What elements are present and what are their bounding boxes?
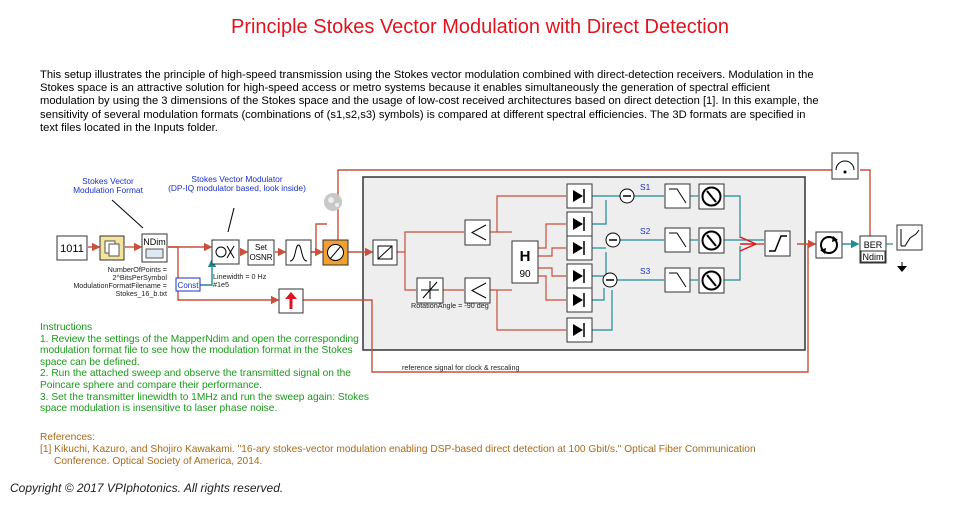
delay-block[interactable]	[278, 288, 304, 314]
binary-source-label: 1011	[60, 243, 84, 255]
decision-block[interactable]	[764, 230, 791, 257]
s2-label: S2	[640, 226, 651, 236]
polarization-rotator-block[interactable]	[416, 277, 444, 304]
reference-1-line-1: [1] Kikuchi, Kazuro, and Shojiro Kawakam…	[40, 444, 756, 455]
subtractor-2[interactable]	[605, 232, 621, 248]
s1-label: S1	[640, 182, 651, 192]
hybrid-h-label: H	[520, 248, 531, 265]
set-osnr-block[interactable]: Set OSNR	[247, 239, 275, 266]
modulator-label-2: (DP-IQ modulator based, look inside)	[168, 183, 306, 193]
reference-label: reference signal for clock & rescaling	[402, 363, 519, 372]
linewidth-text-2: #1e5	[213, 280, 229, 289]
instruction-step-3: 3. Set the transmitter linewidth to 1MHz…	[40, 391, 370, 415]
photodiode-5[interactable]	[566, 287, 593, 313]
page-title: Principle Stokes Vector Modulation with …	[230, 16, 729, 38]
electrical-filter-1[interactable]	[664, 183, 691, 209]
description: This setup illustrates the principle of …	[40, 69, 819, 134]
splitter-upper-block[interactable]	[464, 219, 491, 246]
instructions-heading: Instructions	[40, 322, 93, 333]
sampler-2[interactable]	[698, 227, 725, 254]
ber-ndim-label: Ndim	[862, 252, 883, 262]
subtractor-3[interactable]	[602, 272, 618, 288]
param-text-2: 2^BitsPerSymbol	[112, 273, 167, 282]
photodiode-4[interactable]	[566, 263, 593, 289]
references-panel: References: [1] Kikuchi, Kazuro, and Sho…	[40, 432, 860, 468]
photodiode-6[interactable]	[566, 317, 593, 343]
resync-block[interactable]	[815, 231, 843, 259]
sampler-3[interactable]	[698, 267, 725, 294]
const-label: Const	[178, 281, 200, 290]
electrical-filter-2[interactable]	[664, 227, 691, 253]
mapper-ndim-block[interactable]: NDim	[141, 233, 168, 263]
param-text-1: NumberOfPoints =	[108, 265, 167, 274]
photodiode-3[interactable]	[566, 235, 593, 261]
instruction-step-2: 2. Run the attached sweep and observe th…	[40, 368, 351, 391]
pre-splitter-block[interactable]	[372, 239, 398, 266]
set-osnr-label-2: OSNR	[249, 253, 272, 262]
polarization-analyzer-block[interactable]	[322, 239, 349, 266]
subtractor-1[interactable]	[619, 188, 635, 204]
hybrid-90-block[interactable]: H 90	[511, 240, 539, 284]
s3-label: S3	[640, 266, 651, 276]
param-text-4: Stokes_16_b.txt	[115, 289, 167, 298]
stokes-modulator-block[interactable]	[211, 239, 240, 265]
electrical-filter-3[interactable]	[664, 267, 691, 293]
set-osnr-label-1: Set	[255, 243, 268, 252]
mapper-label: NDim	[143, 237, 166, 247]
optical-filter-block[interactable]	[285, 239, 312, 266]
reference-1-line-2: Conference. Optical Society of America, …	[54, 456, 263, 467]
signal-combiner[interactable]	[739, 236, 764, 252]
instructions-panel: Instructions 1. Review the settings of t…	[40, 322, 370, 415]
rotation-angle-text: RotationAngle = -90 deg	[411, 301, 489, 310]
param-text-3: ModulationFormatFilename =	[73, 281, 167, 290]
references-heading: References:	[40, 432, 95, 443]
photodiode-1[interactable]	[566, 183, 593, 209]
photodiode-2[interactable]	[566, 211, 593, 237]
binary-source-block[interactable]: 1011	[56, 235, 88, 261]
scope-icon[interactable]	[831, 152, 859, 180]
ber-plot-block[interactable]	[896, 224, 923, 251]
ber-label: BER	[864, 240, 883, 250]
splitter-lower-block[interactable]	[464, 277, 491, 304]
ber-ndim-block[interactable]: BER Ndim	[859, 235, 887, 264]
coder-block[interactable]	[99, 235, 125, 261]
copyright: Copyright © 2017 VPIphotonics. All right…	[10, 481, 284, 495]
poincare-sphere-icon[interactable]	[324, 193, 342, 211]
instruction-step-1: 1. Review the settings of the MapperNdim…	[40, 333, 359, 368]
sampler-1[interactable]	[698, 183, 725, 210]
format-label-2: Modulation Format	[73, 185, 143, 195]
linewidth-text-1: Linewidth = 0 Hz	[213, 272, 267, 281]
format-label-1: Stokes Vector	[82, 176, 134, 186]
const-block[interactable]: Const	[175, 277, 201, 292]
ground-icon	[897, 262, 907, 272]
modulator-label-1: Stokes Vector Modulator	[191, 174, 282, 184]
hybrid-90-label: 90	[519, 269, 531, 280]
